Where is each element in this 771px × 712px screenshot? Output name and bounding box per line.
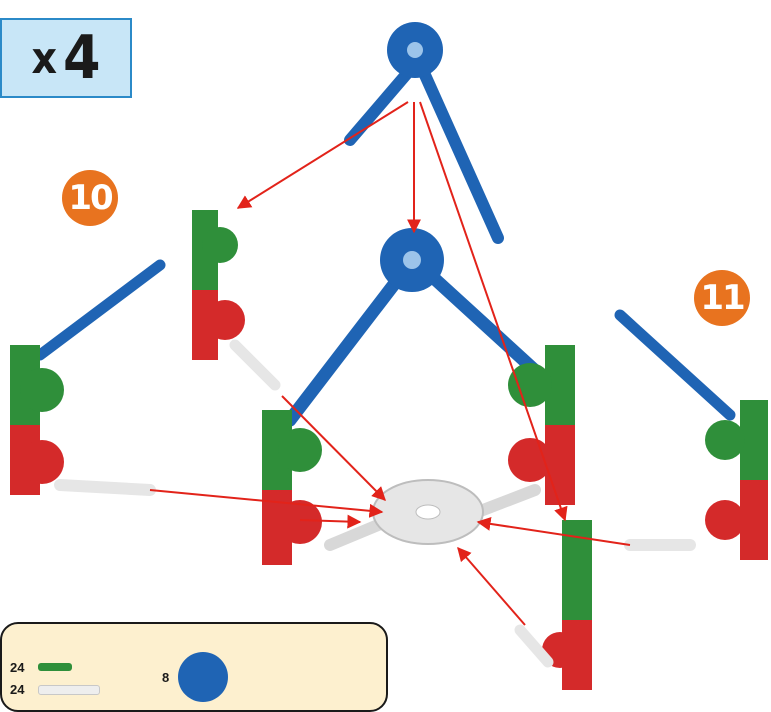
step-11-badge: 11 bbox=[694, 270, 750, 326]
white-rod-icon bbox=[38, 685, 100, 695]
assembly-diagram bbox=[0, 0, 771, 696]
center-blue-hub bbox=[290, 228, 540, 420]
bottom-right-bracket bbox=[520, 520, 592, 690]
white-center-hub bbox=[330, 480, 535, 545]
top-blue-hub bbox=[350, 22, 498, 238]
white-rod-count: 24 bbox=[10, 682, 24, 697]
middle-right-frame bbox=[508, 345, 575, 505]
parts-list-box: 24 24 8 bbox=[0, 622, 388, 712]
green-connector-count: 24 bbox=[10, 660, 24, 675]
upper-left-bracket bbox=[192, 210, 275, 385]
left-frame bbox=[10, 265, 160, 495]
blue-hub-count: 8 bbox=[162, 670, 169, 685]
green-connector-icon bbox=[38, 663, 72, 671]
blue-hub-icon bbox=[178, 652, 228, 702]
middle-left-frame bbox=[262, 410, 322, 565]
right-frame bbox=[620, 315, 768, 560]
step-10-badge: 10 bbox=[62, 170, 118, 226]
